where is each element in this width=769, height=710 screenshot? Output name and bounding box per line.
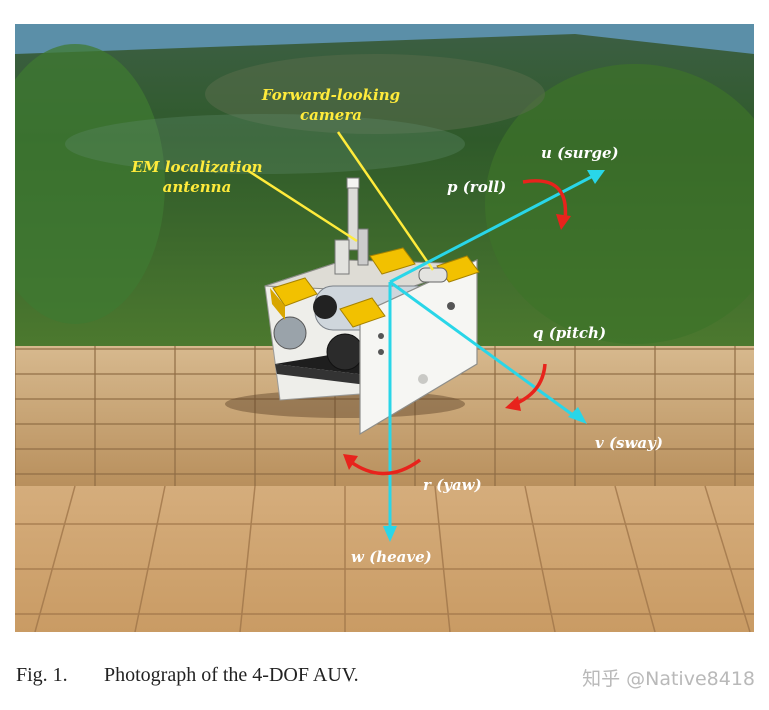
camera-label-line2: camera [300, 106, 362, 124]
figure-caption: Fig. 1. Photograph of the 4-DOF AUV. [16, 664, 756, 694]
rotation-arrows [349, 179, 568, 476]
deck-floor [15, 486, 754, 632]
callout-camera-line [336, 131, 435, 271]
surge-label: u (surge) [541, 144, 619, 162]
caption-number: Fig. 1. [16, 664, 68, 686]
antenna-label-line1: EM localization [131, 158, 263, 176]
roll-arrowhead [556, 214, 571, 230]
watermark: 知乎 @Native8418 [582, 668, 755, 690]
yaw-label: r (yaw) [423, 476, 482, 494]
heave-label: w (heave) [351, 548, 432, 566]
pitch-arrowhead [505, 396, 521, 411]
em-antenna-mast [334, 177, 369, 275]
roll-label: p (roll) [447, 178, 506, 196]
yellow-pontoons [270, 247, 480, 328]
heave-arrowhead [383, 526, 397, 542]
caption-text: Photograph of the 4-DOF AUV. [104, 664, 359, 686]
sway-label: v (sway) [595, 434, 663, 452]
callout-antenna-line [246, 168, 358, 243]
surge-arrowhead [587, 170, 605, 184]
sway-arrowhead [568, 407, 587, 424]
auv-figure: Forward-looking camera EM localization a… [15, 24, 754, 632]
pitch-label: q (pitch) [533, 324, 606, 342]
yaw-arrowhead [343, 454, 358, 470]
axis-labels: u (surge) p (roll) q (pitch) v (sway) r … [351, 144, 663, 566]
sway-axis [389, 280, 578, 420]
auv-photograph: Forward-looking camera EM localization a… [15, 24, 754, 632]
antenna-label-line2: antenna [163, 178, 232, 196]
forward-camera [418, 267, 448, 283]
camera-label-line1: Forward-looking [261, 86, 400, 104]
roll-rotation-arrow [522, 179, 568, 221]
pool-far-edge [15, 24, 754, 54]
pitch-rotation-arrow [514, 363, 547, 406]
callout-labels: Forward-looking camera EM localization a… [131, 86, 401, 196]
yaw-rotation-arrow [349, 458, 422, 476]
